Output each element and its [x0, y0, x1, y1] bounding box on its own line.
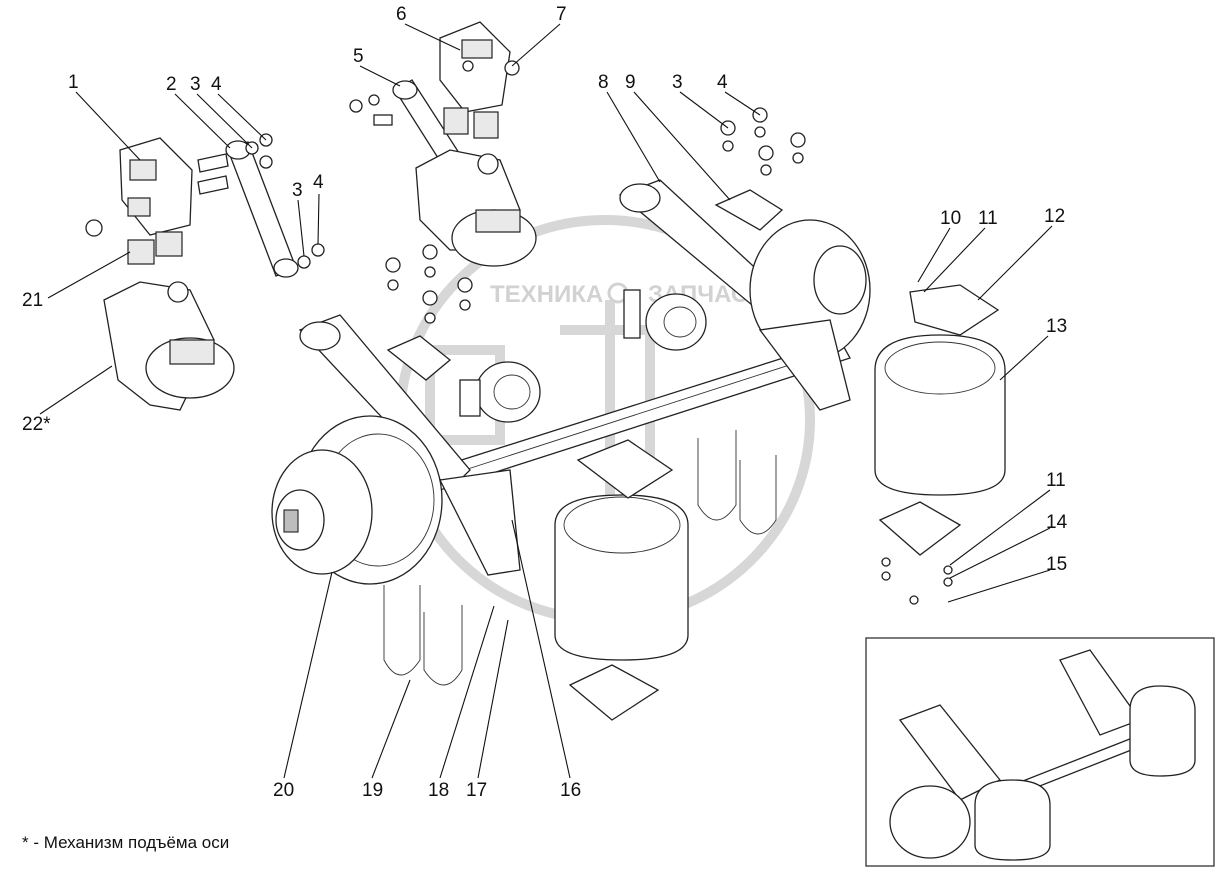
callout-label: 17: [466, 780, 487, 801]
callout-label: 11: [1046, 470, 1066, 491]
callout-label: 7: [556, 4, 567, 25]
callout-label: 12: [1044, 206, 1065, 227]
callout-label: 8: [598, 72, 609, 93]
callout-label: 4: [313, 172, 324, 193]
rear-trailing-arm: [618, 179, 871, 411]
inset-overview: [865, 637, 1215, 867]
callout-label: 4: [717, 72, 728, 93]
callout-label: 3: [190, 74, 201, 95]
callout-label: 18: [428, 780, 449, 801]
callout-label: 11: [978, 208, 998, 229]
callout-label: 5: [353, 46, 364, 67]
plate-right-lower: [878, 501, 962, 605]
left-bracket-assembly: [85, 133, 325, 411]
air-spring-right: [874, 284, 1006, 496]
footnote: * - Механизм подъёма оси: [22, 833, 229, 852]
callout-label: 3: [292, 180, 303, 201]
callout-label: 16: [560, 780, 581, 801]
callout-label: 2: [166, 74, 177, 95]
callout-label: 3: [672, 72, 683, 93]
fastener-group-center: [385, 244, 473, 324]
front-brake-drum: [271, 415, 443, 585]
callout-label: 21: [22, 290, 43, 311]
callout-label: 6: [396, 4, 407, 25]
air-spring-center: [554, 439, 689, 721]
leader-lines: [39, 23, 1053, 779]
brake-chambers: [459, 289, 707, 423]
callout-label: 13: [1046, 316, 1067, 337]
u-bolts: [383, 430, 777, 686]
callout-label: 10: [940, 208, 961, 229]
front-trailing-arm: [298, 314, 521, 576]
fastener-group-right: [720, 107, 806, 176]
center-bracket-assembly: [349, 21, 537, 267]
callout-label: 1: [68, 72, 79, 93]
callout-label: 4: [211, 74, 222, 95]
callout-label: 19: [362, 780, 383, 801]
callout-label: 15: [1046, 554, 1067, 575]
callout-label: 20: [273, 780, 294, 801]
callout-label: 14: [1046, 512, 1068, 533]
watermark-text-left: ТЕХНИКА: [490, 281, 603, 308]
callout-label: 9: [625, 72, 636, 93]
callout-label: 22*: [22, 414, 51, 435]
callout-labels: 1 2 3 4 3 4 5 6 7 8 9 3 4 10 11 12 13 21…: [22, 4, 1068, 801]
